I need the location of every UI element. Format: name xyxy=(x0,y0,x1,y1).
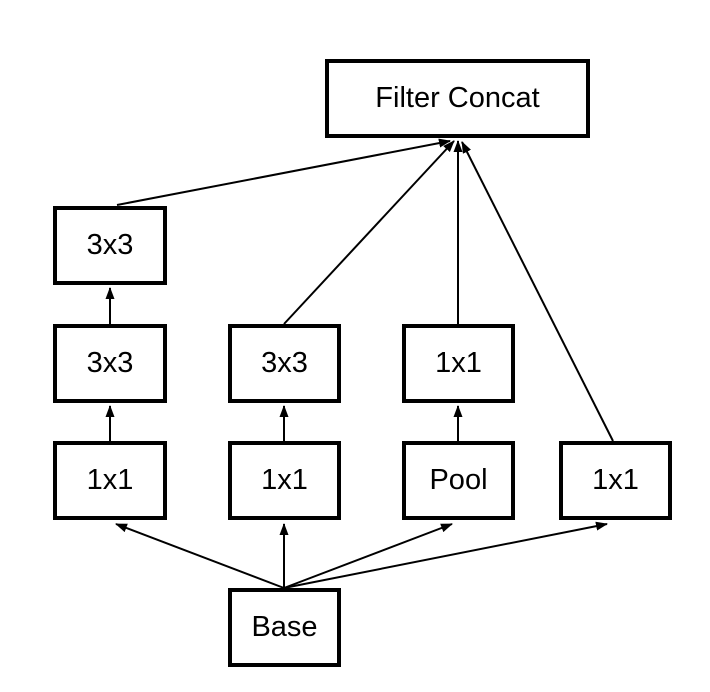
edge-base-to-branch1 xyxy=(115,523,285,589)
node-base: Base xyxy=(228,588,341,667)
node-filter-concat: Filter Concat xyxy=(325,59,590,138)
node-branch2-conv3: 3x3 xyxy=(228,324,341,403)
node-branch4-conv1: 1x1 xyxy=(559,441,672,520)
node-branch1-conv3-mid: 3x3 xyxy=(53,324,167,403)
node-branch3-pool: Pool xyxy=(402,441,515,520)
edge-branch4-to-filter-concat xyxy=(461,141,614,442)
node-branch3-conv1: 1x1 xyxy=(402,324,515,403)
node-branch2-conv1: 1x1 xyxy=(228,441,341,520)
node-branch1-conv3-top: 3x3 xyxy=(53,206,167,285)
edge-base-to-branch3 xyxy=(283,523,453,589)
edge-branch1-to-filter-concat xyxy=(116,138,451,206)
edge-branch2-to-filter-concat xyxy=(283,140,455,325)
edge-base-to-branch4 xyxy=(283,521,608,589)
node-branch1-conv1: 1x1 xyxy=(53,441,167,520)
